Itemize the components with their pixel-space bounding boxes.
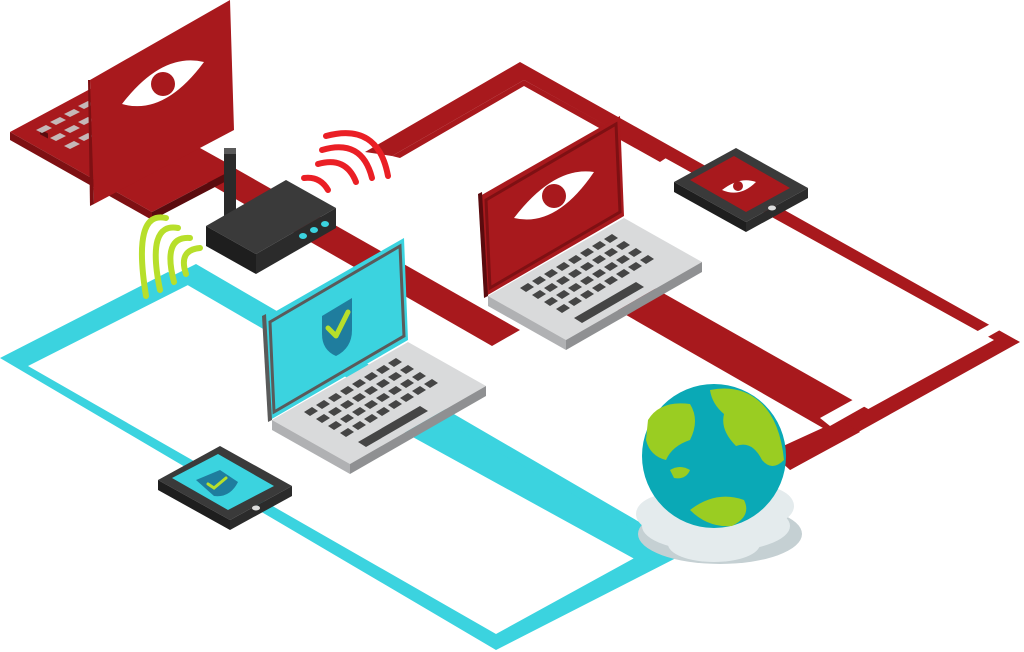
red-cable-to-globe bbox=[600, 280, 870, 432]
red-cable-inner-right bbox=[820, 322, 1000, 426]
wifi-signal-icon bbox=[301, 130, 391, 193]
compromised-laptop-center bbox=[478, 116, 702, 350]
eye-icon bbox=[722, 180, 756, 193]
keyboard-keys bbox=[520, 234, 654, 323]
router bbox=[206, 148, 336, 274]
wifi-signal-icon bbox=[138, 214, 203, 299]
router-antenna bbox=[224, 148, 236, 226]
red-network-cables bbox=[150, 62, 1020, 470]
cyan-cable-thick bbox=[400, 414, 668, 562]
eye-icon bbox=[514, 171, 594, 220]
shield-check-icon bbox=[322, 298, 352, 356]
protected-laptop bbox=[262, 238, 486, 474]
red-cable-globe-connector bbox=[770, 420, 860, 470]
protected-phone bbox=[158, 446, 292, 530]
red-cable-router-link bbox=[150, 136, 520, 346]
shield-check-icon bbox=[196, 470, 238, 497]
compromised-laptop-top-left bbox=[10, 0, 236, 220]
compromised-phone bbox=[674, 148, 808, 232]
globe-icon bbox=[636, 384, 802, 564]
keyboard-keys bbox=[304, 358, 438, 447]
eye-icon bbox=[122, 60, 204, 107]
router-status-leds bbox=[299, 221, 329, 239]
